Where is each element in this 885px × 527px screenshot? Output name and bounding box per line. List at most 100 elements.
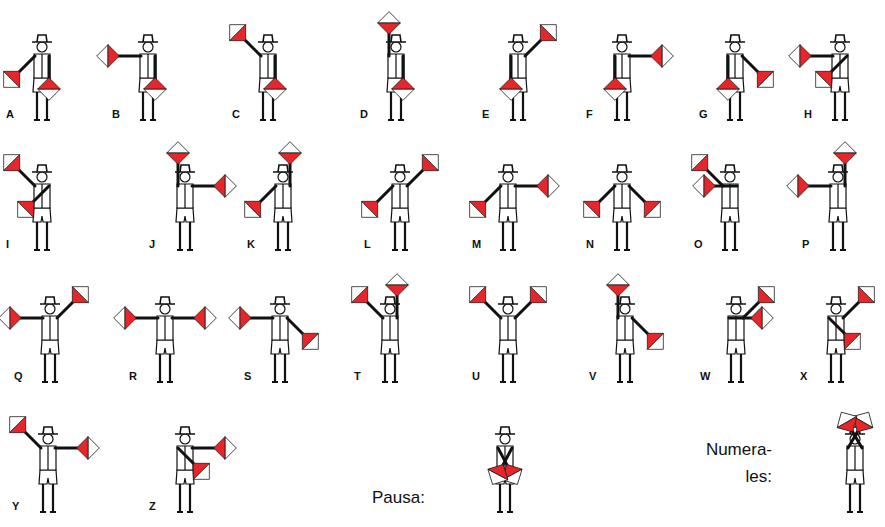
flag-red-half [214, 175, 237, 198]
semaphore-flag [18, 201, 34, 217]
letter-label: W [700, 370, 710, 382]
flag-white-half [537, 175, 560, 198]
arm [515, 302, 531, 318]
flag-white-half [214, 175, 237, 198]
semaphore-flag [352, 287, 368, 303]
letter-label: E [482, 108, 489, 120]
legs [177, 220, 193, 250]
arm [135, 317, 158, 320]
flag-red-half [789, 45, 812, 68]
flag-white-half [279, 142, 302, 165]
flag-red-half [392, 78, 415, 101]
legs [828, 352, 844, 382]
semaphore-flag [4, 155, 20, 171]
shirt [830, 184, 846, 208]
flag-red-half [607, 274, 630, 297]
flag-red-half [488, 464, 508, 484]
flag-red-half [279, 142, 302, 165]
scout-hat [258, 35, 278, 42]
head [617, 172, 627, 182]
letter-label: P [802, 238, 809, 250]
shorts [846, 470, 864, 484]
scout-hat [826, 297, 846, 304]
flag-red-half [229, 307, 252, 330]
arm [632, 318, 648, 334]
semaphore-flag [644, 201, 660, 217]
semaphore-flag [77, 437, 100, 460]
flag-red-half [530, 287, 546, 303]
flag-red-half [77, 437, 100, 460]
shirt [157, 316, 173, 340]
semaphore-flag [858, 287, 874, 303]
arm [743, 302, 759, 318]
semaphore-flag [647, 333, 663, 349]
arm [367, 302, 383, 318]
scout-figure [837, 412, 873, 512]
head [503, 304, 513, 314]
arm [178, 448, 194, 464]
shirt [614, 184, 630, 208]
letter-label: R [129, 370, 137, 382]
arm [287, 318, 303, 334]
semaphore-flag [214, 437, 237, 460]
semaphore-flag [751, 307, 774, 330]
semaphore-flag [584, 201, 600, 217]
legs [832, 90, 848, 120]
shorts [831, 78, 849, 92]
legs [157, 352, 173, 382]
flag-white-half [229, 307, 252, 330]
legs [830, 220, 846, 250]
flag-red-half [386, 274, 409, 297]
flag-white-half [230, 25, 246, 41]
flag-red-half [537, 175, 560, 198]
arm [515, 185, 538, 188]
head [37, 172, 47, 182]
semaphore-flag [470, 287, 486, 303]
letter-label: I [6, 238, 9, 250]
letter-label: K [247, 238, 255, 250]
legs [500, 220, 516, 250]
arm [377, 186, 393, 202]
letter-label: O [694, 238, 703, 250]
flag-red-half [352, 287, 368, 303]
flag-white-half [38, 78, 61, 101]
scout-hat [38, 427, 58, 434]
head [160, 304, 170, 314]
legs [40, 482, 56, 512]
legs [617, 352, 633, 382]
head [391, 42, 401, 52]
scout-figure [245, 142, 302, 250]
flag-white-half [651, 45, 674, 68]
legs [392, 220, 408, 250]
shorts [829, 208, 847, 222]
flag-white-half [362, 201, 378, 217]
flag-red-half [264, 78, 287, 101]
head [263, 42, 273, 52]
scout-hat [138, 35, 158, 42]
scout-hat [508, 35, 528, 42]
shorts [381, 340, 399, 354]
shorts [39, 470, 57, 484]
arm [407, 170, 423, 186]
flag-red-half [18, 201, 34, 217]
flag-red-half [72, 287, 88, 303]
legs [614, 220, 630, 250]
legs [34, 220, 50, 250]
scout-hat [612, 165, 632, 172]
scout-figure [229, 297, 319, 382]
flag-red-half [858, 287, 874, 303]
shorts [616, 340, 634, 354]
arm [843, 302, 859, 318]
shorts [721, 208, 739, 222]
caption-label: Numera- les: [692, 436, 772, 490]
scout-figure [789, 35, 850, 120]
shirt [847, 446, 863, 470]
flag-red-half [4, 155, 20, 171]
letter-label: M [472, 238, 481, 250]
shorts [274, 208, 292, 222]
semaphore-flag [144, 78, 167, 101]
scout-hat [495, 427, 515, 434]
semaphore-flag [607, 274, 630, 297]
arm [714, 185, 737, 188]
